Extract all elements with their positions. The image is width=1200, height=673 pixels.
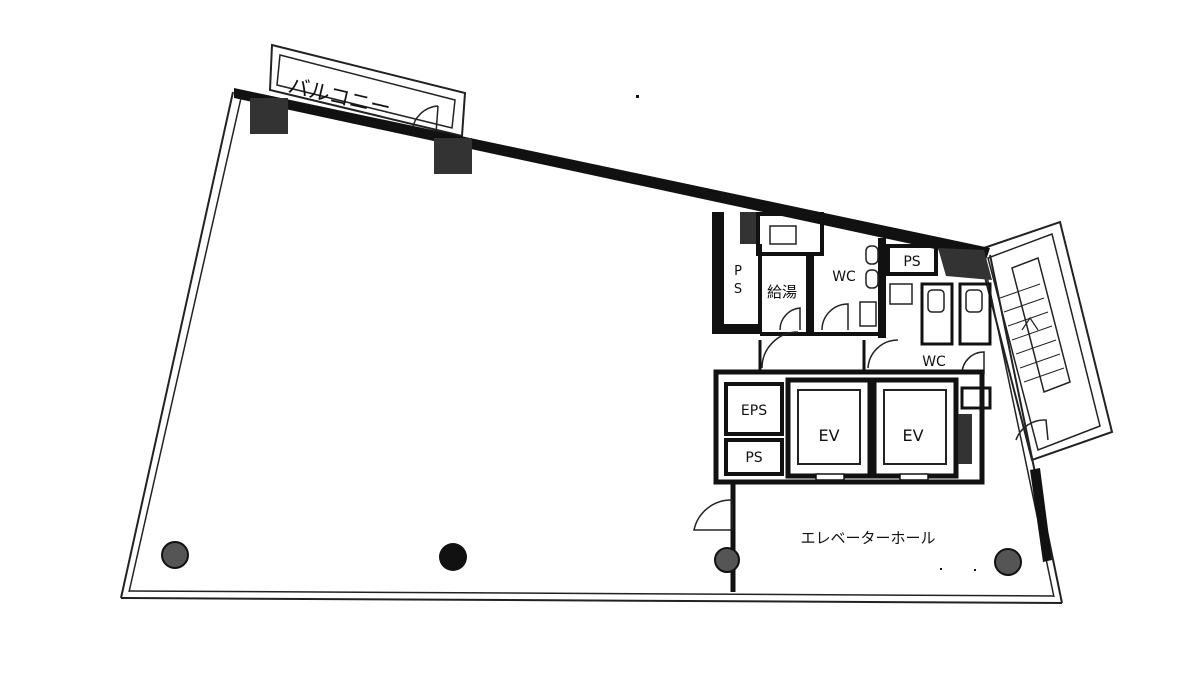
toilet-icon [769, 225, 797, 245]
kyuto-label: 給湯 [767, 283, 797, 301]
door-swing-kyuto [779, 307, 801, 331]
ev-right-label: EV [902, 426, 923, 445]
sink-icon [960, 386, 992, 410]
ev-left-label: EV [818, 426, 839, 445]
door-swing-wc-right [867, 339, 899, 369]
elevator-block [713, 369, 1049, 485]
elevator-door-left [815, 473, 845, 481]
urinal-icon [865, 245, 879, 265]
door-swing-stair [1015, 419, 1049, 441]
door-swing-wc-left [821, 303, 849, 331]
wc-right-label: WC [922, 354, 946, 370]
ps-vertical-label-bottom: S [734, 282, 742, 297]
column [994, 548, 1022, 576]
elevator-hall-label: エレベーターホール [800, 529, 935, 547]
column [161, 541, 189, 569]
door-swing-corridor [761, 331, 799, 369]
outer-walls [120, 88, 1063, 604]
urinal-icon [865, 269, 879, 289]
service-core [712, 212, 992, 410]
staircase [976, 220, 1114, 462]
door-swing-hall [693, 499, 733, 531]
stair-arrow-icon [1021, 316, 1039, 331]
sink-icon [889, 283, 913, 305]
toilet-icon [927, 289, 945, 313]
elevator-door-right [899, 473, 929, 481]
ps-small-label: PS [903, 254, 920, 270]
eps-label: EPS [741, 403, 767, 419]
wc-left-label: WC [832, 269, 856, 285]
ps-vertical-label-top: P [734, 264, 742, 279]
column [714, 547, 740, 573]
sink-icon [859, 301, 877, 327]
ps-bottom-label: PS [745, 450, 762, 466]
toilet-icon [965, 289, 983, 313]
column [439, 543, 467, 571]
hall-partition [693, 482, 740, 592]
